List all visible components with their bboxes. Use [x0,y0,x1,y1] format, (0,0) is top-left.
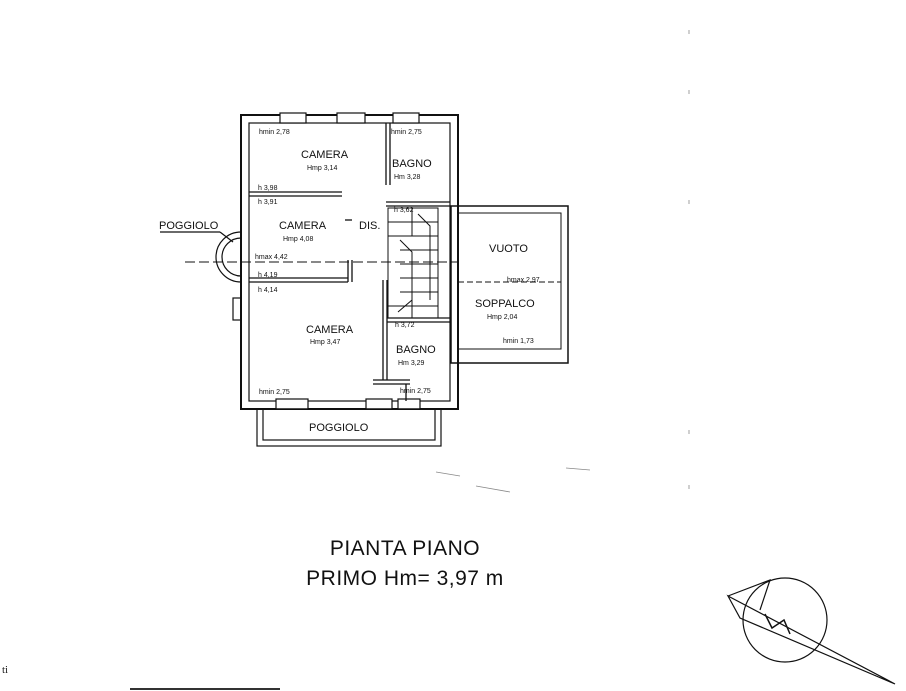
height-hmin-top-left: hmin 2,78 [259,129,290,136]
room-camera-bottom-height: Hmp 3,47 [310,339,340,346]
room-camera-bottom: CAMERA [306,324,354,336]
room-bagno-top: BAGNO [392,158,432,170]
bottom-balcony [256,408,442,447]
height-h414: h 4,14 [258,287,278,294]
height-h419: h 4,19 [258,272,278,279]
room-camera-top-height: Hmp 3,14 [307,165,337,172]
height-hmin-bottom-right: hmin 2,75 [400,388,431,395]
height-hmin-top-right: hmin 2,75 [391,129,422,136]
room-bagno-bottom: BAGNO [396,344,436,356]
annex [450,205,569,364]
room-camera-top: CAMERA [301,149,349,161]
staircase [387,207,439,319]
left-balcony [160,231,242,321]
room-poggiolo-left: POGGIOLO [159,220,219,232]
scan-marks [130,30,690,690]
room-soppalco-height: Hmp 2,04 [487,314,517,321]
height-h398: h 3,98 [258,185,278,192]
plan-title-line1: PIANTA PIANO [329,537,481,560]
plan-title-line2: PRIMO Hm= 3,97 m [306,567,504,590]
height-hmin-bottom-left: hmin 2,75 [259,389,290,396]
top-windows [279,112,420,124]
room-camera-mid: CAMERA [279,220,327,232]
room-camera-mid-height: Hmp 4,08 [283,236,313,243]
height-h391: h 3,91 [258,199,278,206]
height-hmin173: hmin 1,73 [503,338,534,345]
height-h372: h 3,72 [395,322,415,329]
height-hmax297: hmax 2,97 [507,277,540,284]
north-arrow-icon [726,577,896,685]
room-bagno-top-height: Hm 3,28 [394,174,421,181]
height-hmax442: hmax 4,42 [255,254,288,261]
margin-text: ti [2,664,9,676]
room-vuoto: VUOTO [489,243,528,255]
room-dis: DIS. [359,220,380,232]
height-h362: h 3,62 [394,207,414,214]
room-soppalco: SOPPALCO [475,298,535,310]
room-bagno-bottom-height: Hm 3,29 [398,360,425,367]
room-poggiolo-bottom: POGGIOLO [309,422,369,434]
